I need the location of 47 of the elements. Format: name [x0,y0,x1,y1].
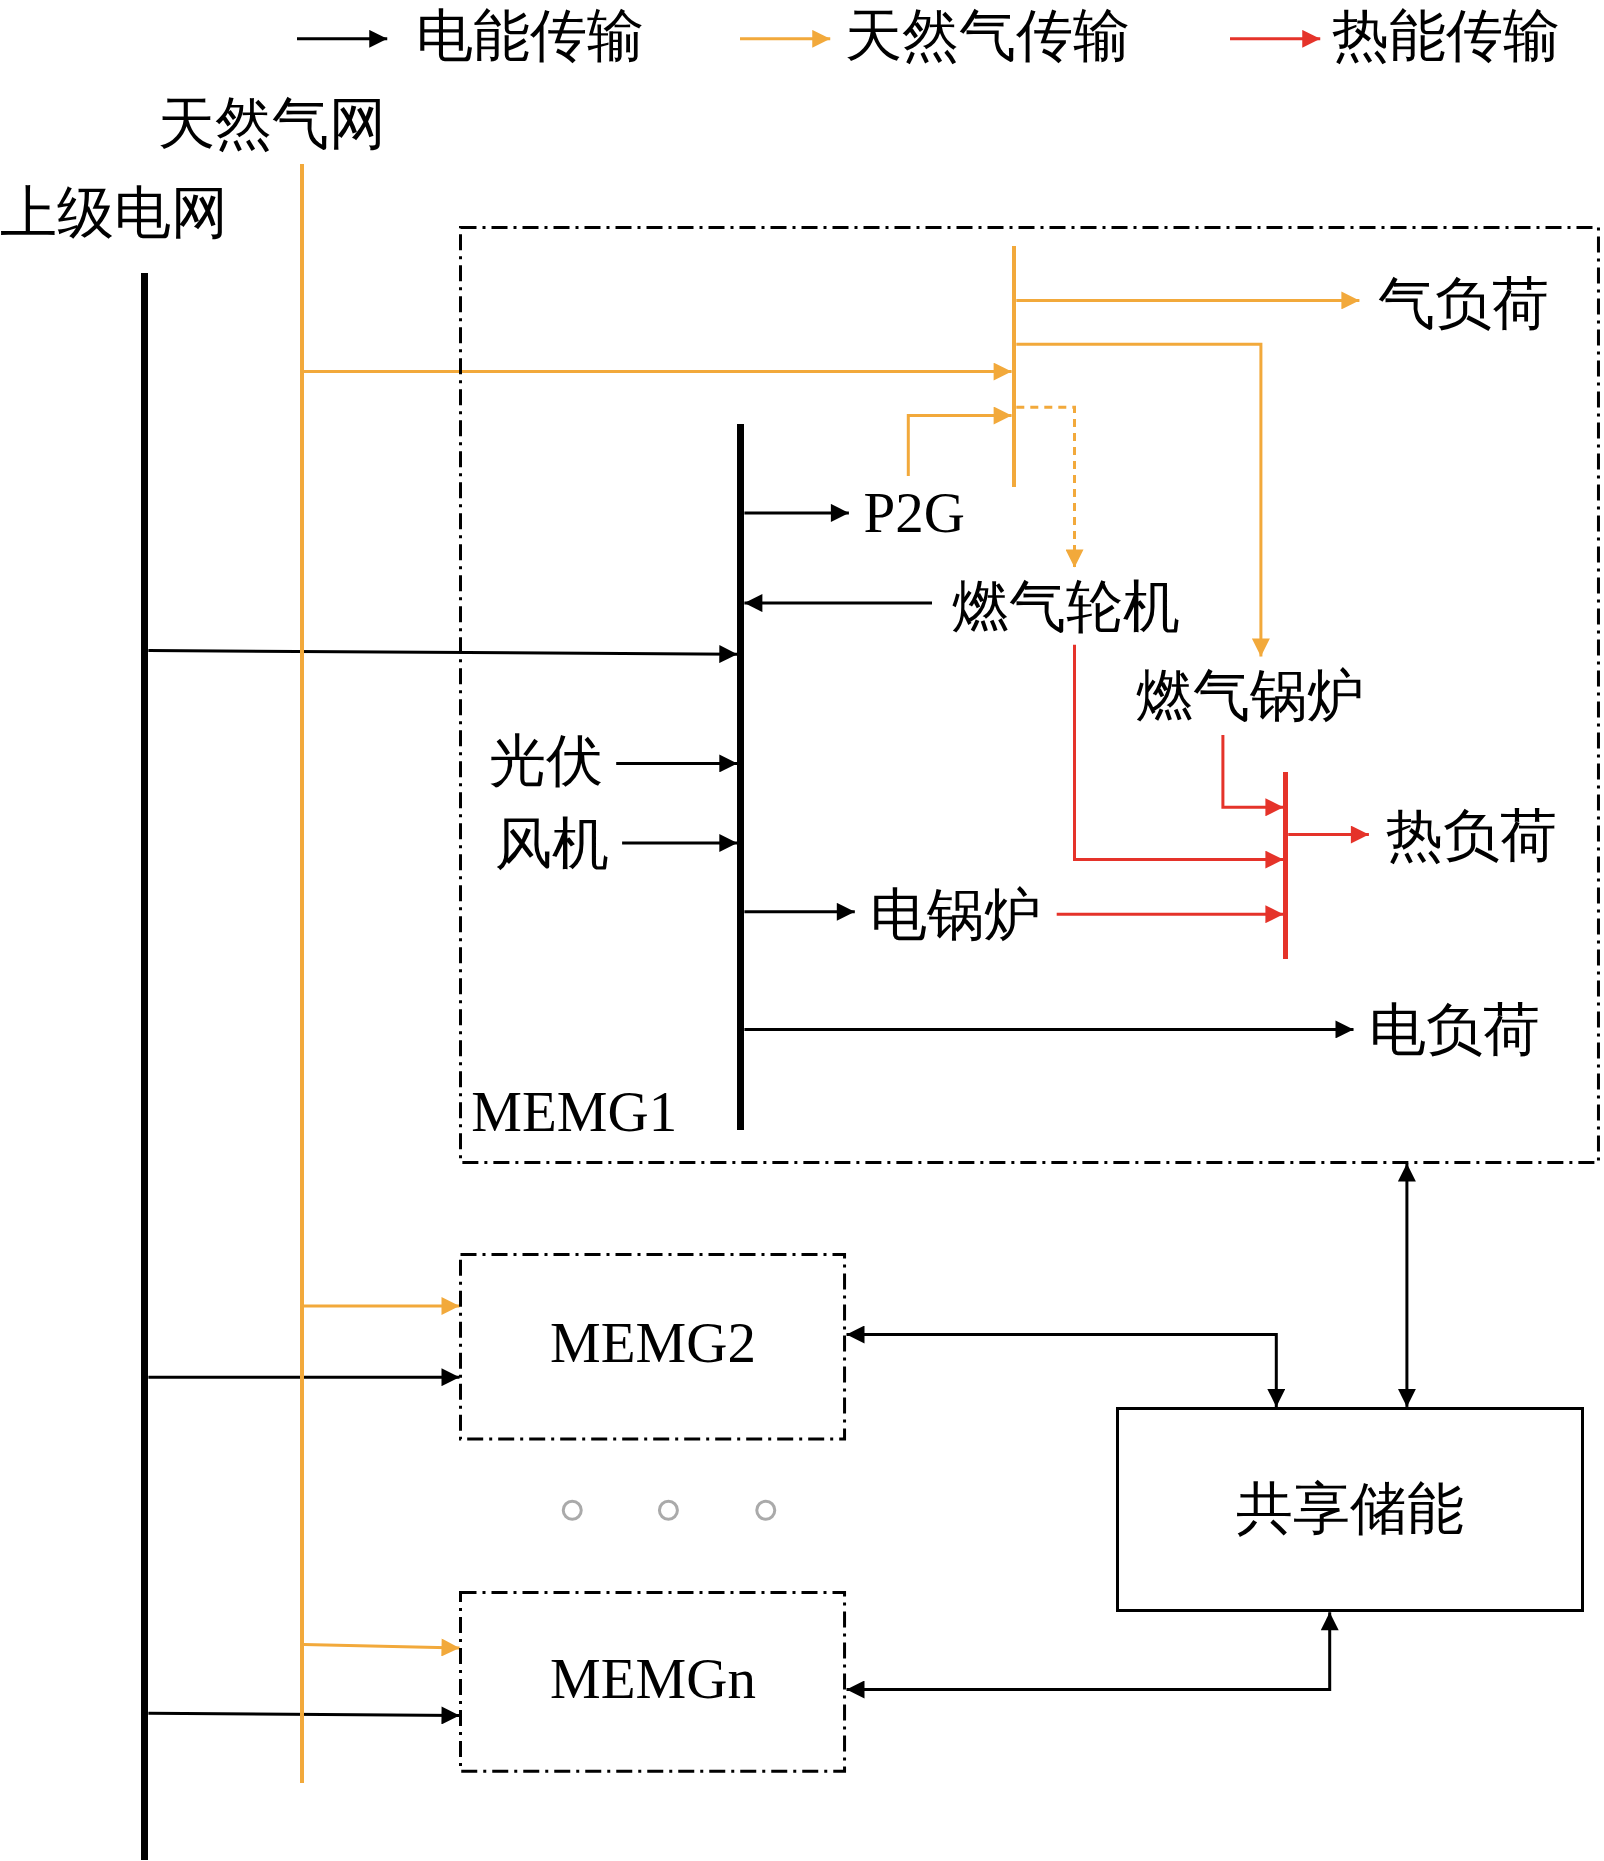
arrow [616,754,738,773]
arrow [1016,291,1360,310]
arrow [1221,734,1284,817]
bus-bar [1283,771,1289,960]
device-label: 燃气轮机 [937,573,1194,639]
arrow [1288,825,1369,844]
arrow [148,1706,460,1725]
device-label: P2G [854,482,974,544]
arrow [303,1638,460,1657]
source-label: 风机 [487,810,617,877]
arrow [303,362,1012,381]
device-label: 燃气锅炉 [1123,662,1378,729]
bus-bar [737,423,745,1131]
legend-label: 热能传输 [1332,7,1561,65]
legend-label: 电能传输 [415,7,644,65]
arrow [744,902,855,921]
dashed-arrow [1016,405,1084,568]
box-label: MEMG2 [549,1314,757,1372]
arrow [744,1020,1354,1039]
microgrid-box [459,225,1601,1164]
arrow [1016,342,1270,657]
load-label: 电负荷 [1359,994,1550,1064]
arrow [744,503,849,522]
box-label: MEMG1 [471,1082,678,1140]
arrow [1056,905,1284,924]
arrow [846,1612,1339,1699]
microgrid-box [459,1590,847,1773]
arrow [744,594,932,613]
device-label: 电锅炉 [860,882,1051,948]
load-label: 气负荷 [1365,268,1562,340]
gas-network-label: 天然气网 [157,94,386,152]
microgrid-box [459,1252,847,1441]
arrow [906,406,1012,477]
arrow [303,1297,460,1315]
box-label: MEMGn [549,1649,757,1707]
arrow [148,645,738,664]
grid-label: 上级电网 [0,184,228,241]
arrow [1397,1163,1416,1407]
storage-box: 共享储能 [1116,1406,1584,1613]
arrow [1073,644,1284,869]
load-label: 热负荷 [1374,802,1568,870]
source-label: 光伏 [482,727,611,794]
arrow [846,1325,1286,1407]
bus-bar [1011,245,1017,487]
arrow [622,834,738,852]
arrow [148,1368,460,1387]
legend-label: 天然气传输 [845,7,1131,65]
